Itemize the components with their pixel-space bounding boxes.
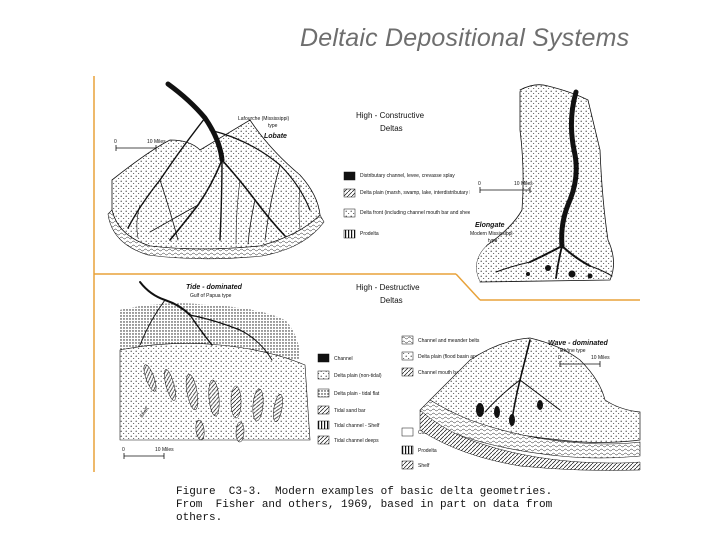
- wave-legend-2: Channel mouth bar: [418, 370, 461, 376]
- elongate-scale-label: 10 Miles: [514, 181, 533, 187]
- tide-delta-map: [119, 281, 311, 443]
- constructive-legend: [343, 171, 356, 239]
- wave-scale-label: 10 Miles: [591, 355, 610, 361]
- lobate-scale-label: 10 Miles: [147, 139, 166, 145]
- constructive-heading: High - Constructive: [356, 111, 425, 120]
- destructive-subheading: Deltas: [380, 296, 403, 305]
- tide-legend: [317, 353, 330, 445]
- tide-legend-1: Delta plain (non-tidal): [334, 373, 382, 379]
- wave-legend-5: Shelf: [418, 463, 430, 469]
- constructive-legend-1: Delta plain (marsh, swamp, lake, interdi…: [360, 190, 480, 196]
- lobate-label: Lobate: [264, 133, 287, 140]
- elongate-label: Elongate: [475, 222, 505, 229]
- wave-delta-map: [419, 337, 641, 471]
- elongate-delta-map: [470, 84, 614, 283]
- lobate-scale-zero: 0: [114, 139, 117, 145]
- wave-scale-zero: 0: [558, 355, 561, 361]
- legend-swatch-channel: [343, 171, 356, 181]
- elongate-scale-zero: 0: [478, 181, 481, 187]
- tide-shelf-label: Shelf: [139, 406, 151, 419]
- wave-legend: [401, 335, 414, 470]
- elongate-note: Modern Mississippi: [470, 231, 513, 237]
- caption-line-1: Figure C3-3. Modern examples of basic de…: [176, 486, 553, 498]
- constructive-legend-0: Distributary channel, levee, crevasse sp…: [360, 173, 455, 179]
- figure-caption: Figure C3-3. Modern examples of basic de…: [176, 486, 576, 525]
- lobate-delta-map: [107, 81, 325, 260]
- wave-legend-4: Prodelta: [418, 448, 437, 454]
- tide-legend-4: Tidal channel - Shelf: [334, 423, 380, 429]
- legend-swatch-delta-front: [343, 208, 356, 218]
- wave-note: Rhône type: [560, 348, 586, 354]
- tide-legend-0: Channel: [334, 356, 353, 362]
- tide-scale-label: 10 Miles: [155, 447, 174, 453]
- wave-scale-bar: [559, 361, 601, 367]
- tide-legend-5: Tidal channel deeps: [334, 438, 379, 444]
- caption-line-2: From Fisher and others, 1969, based in p…: [176, 499, 553, 511]
- tide-legend-3: Tidal sand bar: [334, 408, 366, 414]
- wave-legend-0: Channel and meander belts: [418, 338, 480, 344]
- page-title: Deltaic Depositional Systems: [300, 24, 630, 52]
- destructive-heading: High - Destructive: [356, 283, 420, 292]
- constructive-legend-2: Delta front (including channel mouth bar…: [360, 210, 489, 216]
- lobate-note: Lafourche (Mississippi): [238, 116, 289, 122]
- legend-swatch-prodelta: [343, 229, 356, 239]
- lobate-scale-bar: [115, 145, 157, 151]
- tide-note: Gulf of Papua type: [190, 293, 232, 299]
- orange-frame: [93, 76, 640, 472]
- tide-scale-zero: 0: [122, 447, 125, 453]
- constructive-legend-3: Prodelta: [360, 231, 379, 237]
- wave-legend-1: Delta plain (flood basin and marine coas…: [418, 354, 527, 360]
- tide-scale-bar: [123, 453, 165, 459]
- elongate-note-type: type: [488, 238, 498, 244]
- tide-legend-2: Delta plain - tidal flat: [334, 391, 380, 397]
- elongate-scale-bar: [479, 187, 531, 193]
- caption-line-3: others.: [176, 512, 223, 524]
- legend-swatch-delta-plain: [343, 188, 356, 198]
- tide-label: Tide - dominated: [186, 284, 243, 291]
- lobate-note-type: type: [268, 123, 278, 129]
- wave-label: Wave - dominated: [548, 340, 608, 347]
- constructive-subheading: Deltas: [380, 124, 403, 133]
